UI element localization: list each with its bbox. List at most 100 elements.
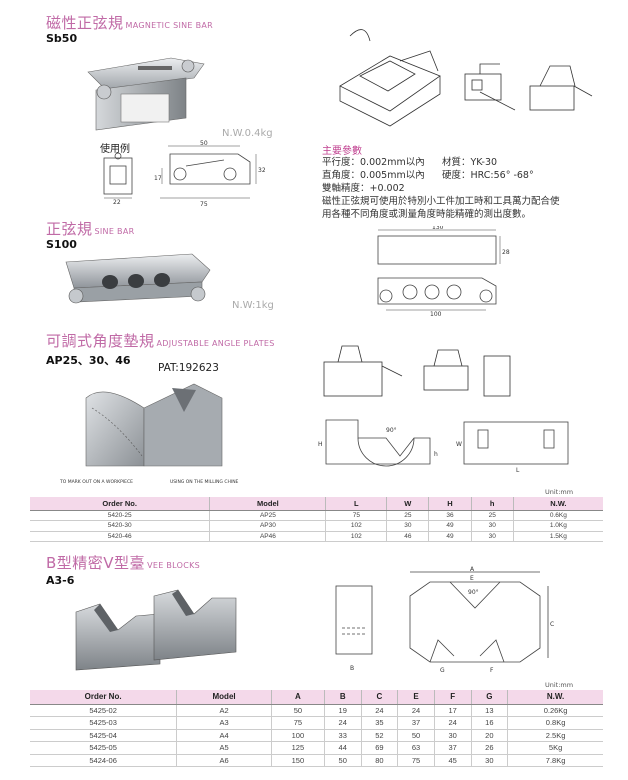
cell: 5424-06: [30, 754, 177, 767]
cell: 46: [386, 531, 429, 542]
cell: 69: [360, 741, 398, 755]
cell: 5425-03: [30, 716, 177, 730]
angle-plate-photo: [85, 383, 223, 467]
dim-28-label: 28: [502, 249, 510, 256]
col-H: H: [428, 497, 472, 511]
dim-L-label: L: [516, 467, 520, 474]
dim-A-label: A: [470, 566, 475, 573]
cell: 19: [323, 704, 362, 717]
dim-H-label: H: [318, 441, 323, 448]
cell: 2.5Kg: [507, 729, 603, 742]
cell: 30: [470, 520, 514, 532]
sec2-title-en: SINE BAR: [94, 227, 135, 236]
sec1-title-zh: 磁性正弦規: [46, 14, 124, 32]
cell: 0.6Kg: [512, 510, 603, 521]
sec4-unit: Unit:mm: [545, 681, 574, 689]
cell: 102: [325, 520, 387, 532]
col-L: L: [325, 497, 387, 511]
cell: A2: [176, 704, 272, 717]
sec1-title-en: MAGNETIC SINE BAR: [125, 21, 214, 30]
col-B: B: [323, 690, 362, 705]
sec1-weight: N.W.0.4kg: [222, 128, 273, 139]
cell: A4: [176, 729, 272, 742]
cell: 26: [470, 741, 508, 755]
dim-17-label: 17: [154, 175, 162, 182]
cell: 5425-02: [30, 704, 177, 717]
spec-block: 平行度：0.002mm以內材質：YK-30 直角度：0.005mm以內硬度：HR…: [322, 156, 622, 221]
cell: 13: [470, 704, 508, 717]
col-E: E: [397, 690, 435, 705]
cell: 49: [428, 531, 472, 542]
cell: 30: [470, 531, 514, 542]
sec3-title-en: ADJUSTABLE ANGLE PLATES: [156, 339, 275, 348]
dim-130-label: 130: [432, 226, 444, 231]
cell: 24: [397, 704, 435, 717]
vee-block-table: Order No. Model A B C E F G N.W. 5425-02…: [30, 690, 603, 767]
sec4-title-zh: B型精密V型臺: [46, 554, 146, 572]
usage-sketch: 22: [103, 152, 133, 204]
cell: 20: [470, 729, 508, 742]
cell: 24: [433, 716, 472, 730]
col-F: F: [433, 690, 472, 705]
cell: 75: [397, 754, 435, 767]
cell: 50: [323, 754, 362, 767]
sec4-code: A3-6: [46, 574, 75, 587]
cell: 5420-25: [30, 510, 210, 521]
col-nw: N.W.: [512, 497, 603, 511]
col-order-no: Order No.: [30, 497, 210, 511]
sb50-drawing: 50 32 17 75: [154, 140, 265, 208]
dim-C-label: C: [550, 621, 554, 628]
angle-plate-drawing: 90° H h W L: [318, 419, 569, 474]
table-header-row: Order No. Model L W H h N.W.: [30, 497, 603, 511]
cell: 30: [386, 520, 429, 532]
cell: 50: [397, 729, 435, 742]
col-model: Model: [209, 497, 326, 511]
cell: 52: [360, 729, 398, 742]
magnetic-sine-bar-photo: [87, 57, 205, 131]
cell: 5420-30: [30, 520, 210, 532]
cell: 49: [428, 520, 472, 532]
cell: 0.26Kg: [507, 704, 603, 717]
spec-desc-line1: 磁性正弦規可使用於特別小工件加工時和工具萬力配合使: [322, 196, 560, 207]
usage-example-label: 使用例: [100, 144, 130, 155]
sec3-unit: Unit:mm: [545, 488, 574, 496]
cell: 1.0Kg: [512, 520, 603, 532]
sec4-title-en: VEE BLOCKS: [147, 561, 201, 570]
cell: 102: [325, 531, 387, 542]
col-h: h: [470, 497, 514, 511]
cell: 5420-46: [30, 531, 210, 542]
usage-illustrations: [339, 29, 593, 127]
table-header-row: Order No. Model A B C E F G N.W.: [30, 690, 603, 705]
cell: 37: [397, 716, 435, 730]
cell: A6: [176, 754, 272, 767]
cell: 30: [433, 729, 472, 742]
cell: 80: [360, 754, 398, 767]
col-order-no: Order No.: [30, 690, 177, 705]
cell: 125: [270, 741, 325, 755]
cell: 24: [323, 716, 362, 730]
dim-100-label: 100: [430, 311, 442, 316]
col-G: G: [470, 690, 508, 705]
cell: 75: [325, 510, 387, 521]
cell: AP25: [209, 510, 326, 521]
vee-blocks-photo: [75, 589, 237, 671]
col-W: W: [386, 497, 429, 511]
cell: 25: [470, 510, 514, 521]
dim-75-label: 75: [200, 201, 208, 208]
spec-material: 材質：YK-30: [442, 157, 498, 168]
dim-E-label: E: [470, 575, 474, 582]
dim-G-label: G: [440, 667, 445, 674]
cell: 30: [470, 754, 508, 767]
sec2-title-zh: 正弦規: [46, 220, 93, 238]
